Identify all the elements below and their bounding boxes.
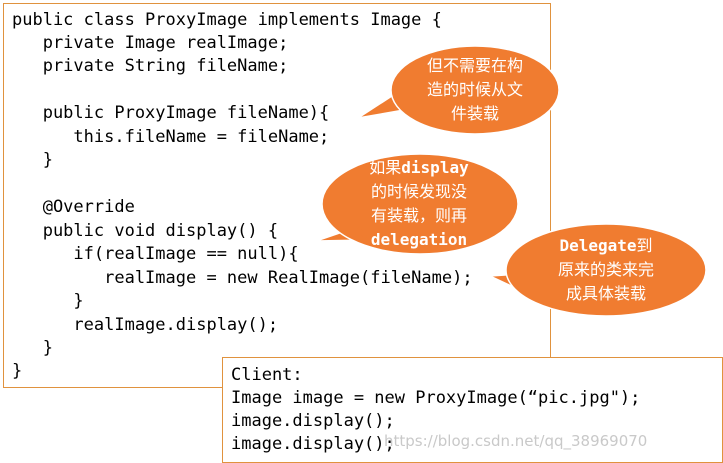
client-line-2: Image image = new ProxyImage(“pic.jpg");	[231, 388, 641, 408]
code-line-6: this.fileName = fileName;	[12, 127, 330, 147]
code-line-1: public class ProxyImage implements Image…	[12, 10, 442, 30]
callout-2-line-1: 如果display	[346, 156, 492, 180]
client-line-3: image.display();	[231, 411, 395, 431]
callout-2-line-3: 有装载，则再	[370, 206, 467, 225]
callout-bubble-3	[487, 223, 707, 317]
code-line-10: public void display() {	[12, 221, 279, 241]
callout-bubble-2	[315, 153, 519, 255]
code-line-5: public ProxyImage fileName){	[12, 103, 330, 123]
client-line-4: image.display();	[231, 434, 395, 454]
code-line-13: }	[12, 291, 84, 311]
code-line-16: }	[12, 361, 23, 381]
callout-1-text: 但不需要在构 造的时候从文 件装载	[402, 54, 548, 126]
callout-1-line-3: 件装载	[450, 104, 499, 123]
callout-2-line-2: 的时候发现没	[370, 182, 467, 201]
code-line-7: }	[12, 150, 53, 170]
code-line-9: @Override	[12, 197, 135, 217]
callout-2-line-1-bold: display	[401, 158, 469, 177]
callout-bubble-1	[357, 45, 560, 135]
code-line-2: private Image realImage;	[12, 33, 289, 53]
callout-2-text: 如果display 的时候发现没 有装载，则再 delegation	[346, 156, 492, 252]
client-code-box: Client: Image image = new ProxyImage(“pi…	[222, 357, 723, 463]
code-line-12: realImage = new RealImage(fileName);	[12, 268, 473, 288]
client-line-1: Client:	[231, 365, 303, 385]
code-line-15: }	[12, 338, 53, 358]
callout-3-line-1-post: 到	[636, 236, 653, 255]
watermark-text: https://blog.csdn.net/qq_38969070	[384, 432, 648, 450]
code-line-3: private String fileName;	[12, 56, 289, 76]
code-line-11: if(realImage == null){	[12, 244, 299, 264]
callout-1-line-1: 但不需要在构	[426, 56, 523, 75]
code-line-14: realImage.display();	[12, 315, 279, 335]
callout-3-line-1: Delegate到	[530, 234, 682, 258]
callout-3-line-2: 原来的类来完	[557, 260, 654, 279]
callout-1-line-2: 造的时候从文	[426, 80, 523, 99]
callout-2-line-1-pre: 如果	[369, 158, 402, 177]
callout-3-text: Delegate到 原来的类来完 成具体装载	[530, 234, 682, 306]
callout-3-line-1-bold: Delegate	[559, 236, 637, 255]
callout-3-line-3: 成具体装载	[565, 284, 646, 303]
callout-2-line-4: delegation	[370, 230, 468, 249]
